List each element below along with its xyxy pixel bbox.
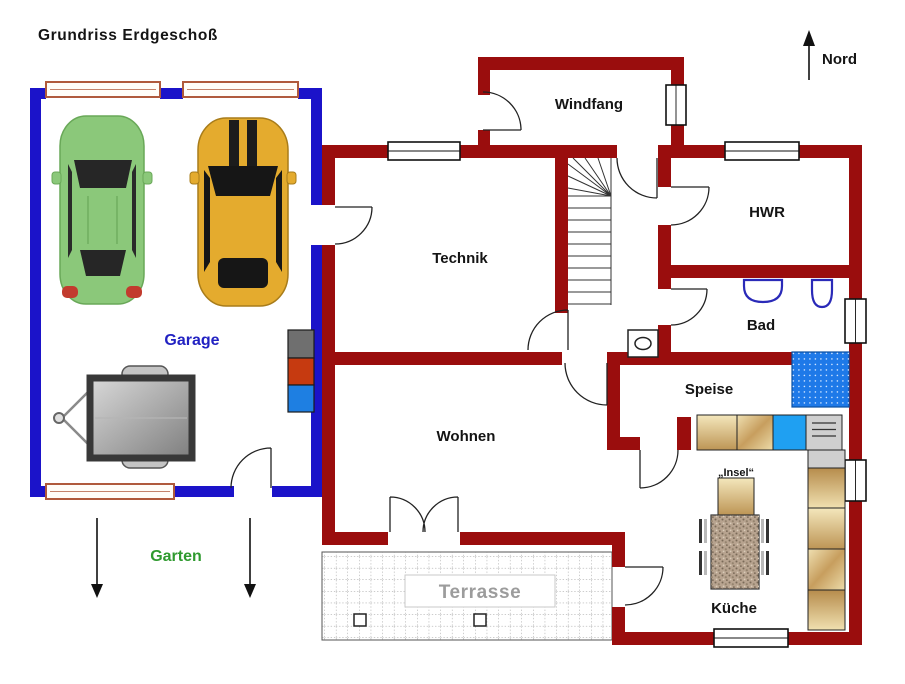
door-technik-hall (527, 309, 569, 351)
terrace-post (473, 613, 487, 627)
cabinet (807, 507, 846, 550)
cabinet (807, 467, 846, 509)
door-entrance (482, 91, 522, 131)
garage-windows (45, 81, 299, 500)
room-label-wohnen: Wohnen (437, 428, 496, 445)
room-label-garage: Garage (164, 332, 219, 349)
window-hwr (724, 141, 800, 161)
terrace-label: Terrasse (439, 582, 522, 603)
bathroom (627, 278, 850, 408)
window-windfang (665, 84, 687, 126)
counter (736, 414, 774, 451)
washbasin (742, 278, 784, 304)
room-label-kueche: Küche (711, 600, 757, 617)
garage-window (45, 81, 161, 98)
garden-arrows (91, 518, 256, 598)
island-label: „Insel“ (718, 467, 754, 479)
counter-corner (807, 449, 846, 469)
room-label-speise: Speise (685, 381, 733, 398)
island-chairs (699, 519, 769, 575)
page-title: Grundriss Erdgeschoß (38, 27, 218, 44)
terrace-post (353, 613, 367, 627)
garden-label: Garten (150, 548, 202, 565)
door-french-wohnen (389, 496, 459, 533)
door-hall-hwr (670, 186, 710, 226)
kitchen-sink (772, 414, 807, 451)
room-label-hwr: HWR (749, 204, 785, 221)
bin-gray (287, 329, 315, 359)
terrace-label-box (404, 574, 556, 608)
waste-bins (287, 329, 315, 413)
north-label: Nord (822, 51, 857, 68)
yellow-car (189, 117, 297, 307)
room-label-bad: Bad (747, 317, 775, 334)
green-car (51, 115, 153, 305)
utility-box (627, 329, 659, 358)
labels: Grundriss Erdgeschoß Windfang Technik HW… (38, 27, 785, 617)
cabinet (807, 589, 846, 631)
stairs (567, 157, 612, 305)
door-hall-bad (670, 288, 708, 326)
island-top (710, 514, 760, 590)
trailer (53, 365, 196, 469)
counter (696, 414, 738, 451)
bin-orange (287, 357, 315, 386)
doors (230, 91, 710, 606)
door-garage-garden (230, 447, 272, 489)
bin-blue (287, 384, 315, 413)
room-label-windfang: Windfang (555, 96, 623, 113)
terrace: Terrasse (321, 551, 613, 641)
door-garage-technik (334, 206, 373, 245)
house-windows (387, 84, 867, 648)
compass: Nord (803, 30, 857, 80)
door-windfang-hall (616, 157, 658, 199)
window-bad (844, 298, 867, 344)
window-kueche-east (844, 459, 867, 502)
island-cabinet (717, 477, 755, 516)
toilet (810, 278, 834, 309)
kitchen: „Insel“ (696, 414, 846, 631)
garage-window (182, 81, 299, 98)
door-speise-kueche (639, 449, 679, 489)
room-label-technik: Technik (432, 250, 488, 267)
cooktop (805, 414, 843, 451)
cabinet (807, 548, 846, 591)
window-kueche-south (713, 628, 789, 648)
window-technik (387, 141, 461, 161)
door-hall-wohnen (564, 362, 608, 406)
garage-window (45, 483, 175, 500)
door-terrasse-kueche (624, 566, 664, 606)
